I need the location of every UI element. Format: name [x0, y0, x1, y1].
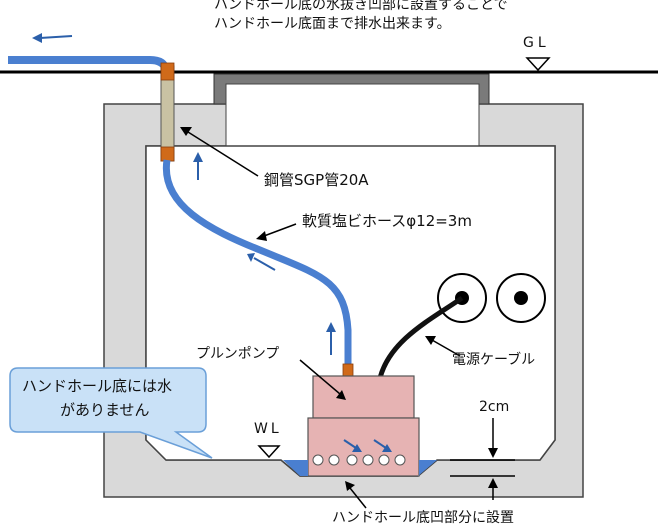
hose-label: 軟質塩ビホースφ12=3m: [302, 212, 472, 230]
wl-triangle: [257, 445, 281, 459]
pump-base: [307, 417, 420, 477]
header-line-2: ハンドホール底面まで排水出来ます。: [214, 16, 451, 32]
pump-intake-holes: [312, 454, 406, 466]
leader-arrows: [180, 127, 461, 509]
bottom-label: ハンドホール底凹部分に設置: [332, 510, 514, 526]
pipe-fitting-top: [160, 62, 175, 81]
header-line-1: ハンドホール底の水抜き凹部に設置することで: [214, 0, 508, 13]
flow-arrows: [193, 152, 336, 355]
lid-opening: [225, 83, 480, 147]
callout-line-1: ハンドホール底には水: [22, 377, 173, 395]
callout-line-2: がありません: [60, 401, 150, 419]
steel-pipe-label: 鋼管SGP管20A: [264, 171, 369, 189]
pump-label: プルンポンプ: [196, 346, 280, 362]
outflow-hose: [8, 56, 170, 72]
water-right: [418, 460, 437, 476]
water-left: [283, 460, 308, 476]
wl-label: WL: [254, 421, 282, 437]
power-cable: [377, 295, 464, 379]
gl-label: GL: [523, 35, 550, 51]
callout-bubble: [9, 367, 213, 459]
intake-arrows: [343, 439, 392, 452]
pipe-fitting-bottom: [160, 146, 175, 162]
pump-body: [312, 375, 415, 419]
cable-label: 電源ケーブル: [452, 352, 536, 368]
depth-label: 2cm: [479, 399, 510, 415]
outflow-arrow: [39, 35, 73, 39]
gl-triangle: [525, 57, 551, 72]
pvc-hose: [162, 159, 352, 366]
